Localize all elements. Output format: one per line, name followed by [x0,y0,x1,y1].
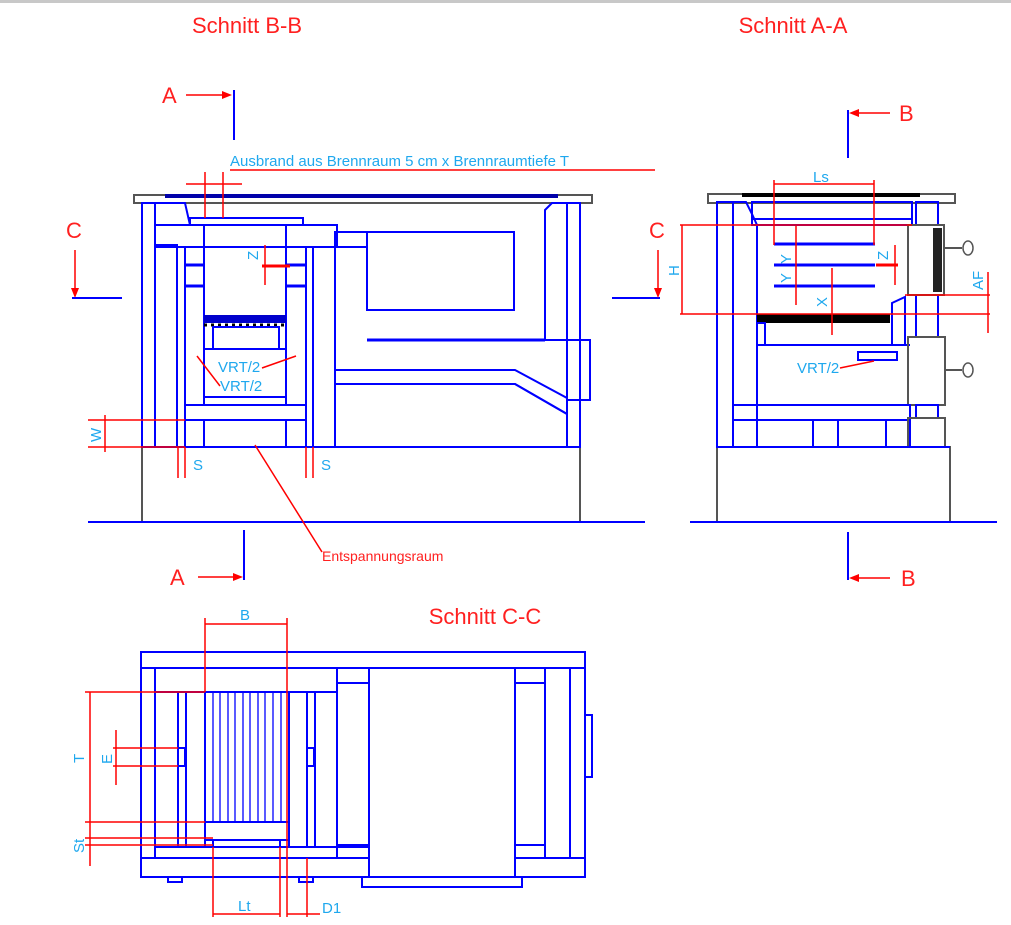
label-y1: Y [778,254,795,264]
label-z-bb: Z [245,251,262,260]
ash-chamber [203,348,287,398]
marker-b-top-label: B [899,101,914,126]
section-aa: Schnitt A-A Ls H Y [649,13,997,591]
section-marker-b-bottom: B [847,532,916,591]
label-b: B [240,607,250,624]
section-bb: Schnitt B-B [66,13,660,590]
label-y2: Y [778,273,795,283]
label-e: E [99,754,116,764]
label-t: T [71,754,88,763]
marker-a-top-label: A [162,83,177,108]
label-af: AF [970,271,987,290]
label-s-right: S [321,457,331,474]
ash-door [907,417,946,448]
label-z-aa: Z [875,251,892,260]
grate [204,315,286,323]
label-ls: Ls [813,169,829,186]
title-section-bb: Schnitt B-B [192,13,302,38]
label-lt: Lt [238,898,251,915]
flue-outlet [566,339,591,401]
section-marker-c-left: C [66,218,660,299]
marker-b-bottom-label: B [901,566,916,591]
section-marker-a-bottom: A [170,530,245,590]
title-section-cc: Schnitt C-C [429,604,542,629]
oven-space [368,667,516,878]
hotplate-bottom [757,314,890,323]
label-st: St [71,838,88,853]
oven-chamber [366,231,515,311]
firebox-ceiling-slab [154,224,338,248]
section-marker-c-right: C [649,218,665,298]
label-d1: D1 [322,900,341,917]
foundation [141,446,581,523]
grate-bars [204,691,290,823]
label-ausbrand: Ausbrand aus Brennraum 5 cm x Brennraumt… [230,153,569,170]
label-x: X [814,297,831,307]
label-h: H [666,265,683,276]
section-cc: Schnitt C-C [71,604,593,917]
label-vrt-2: VRT/2 [220,378,262,395]
oven-door [907,336,946,406]
window-top-border [0,0,1011,3]
marker-a-bottom-label: A [170,565,185,590]
section-marker-a-top: A [162,83,235,140]
marker-c-left-label: C [66,218,82,243]
label-entspannungsraum: Entspannungsraum [322,548,443,564]
label-s-left: S [193,457,203,474]
marker-c-right-label: C [649,218,665,243]
label-vrt-aa: VRT/2 [797,360,839,377]
title-section-aa: Schnitt A-A [739,13,848,38]
section-marker-b-top: B [847,101,914,158]
label-w: W [88,427,105,442]
label-vrt-1: VRT/2 [218,359,260,376]
